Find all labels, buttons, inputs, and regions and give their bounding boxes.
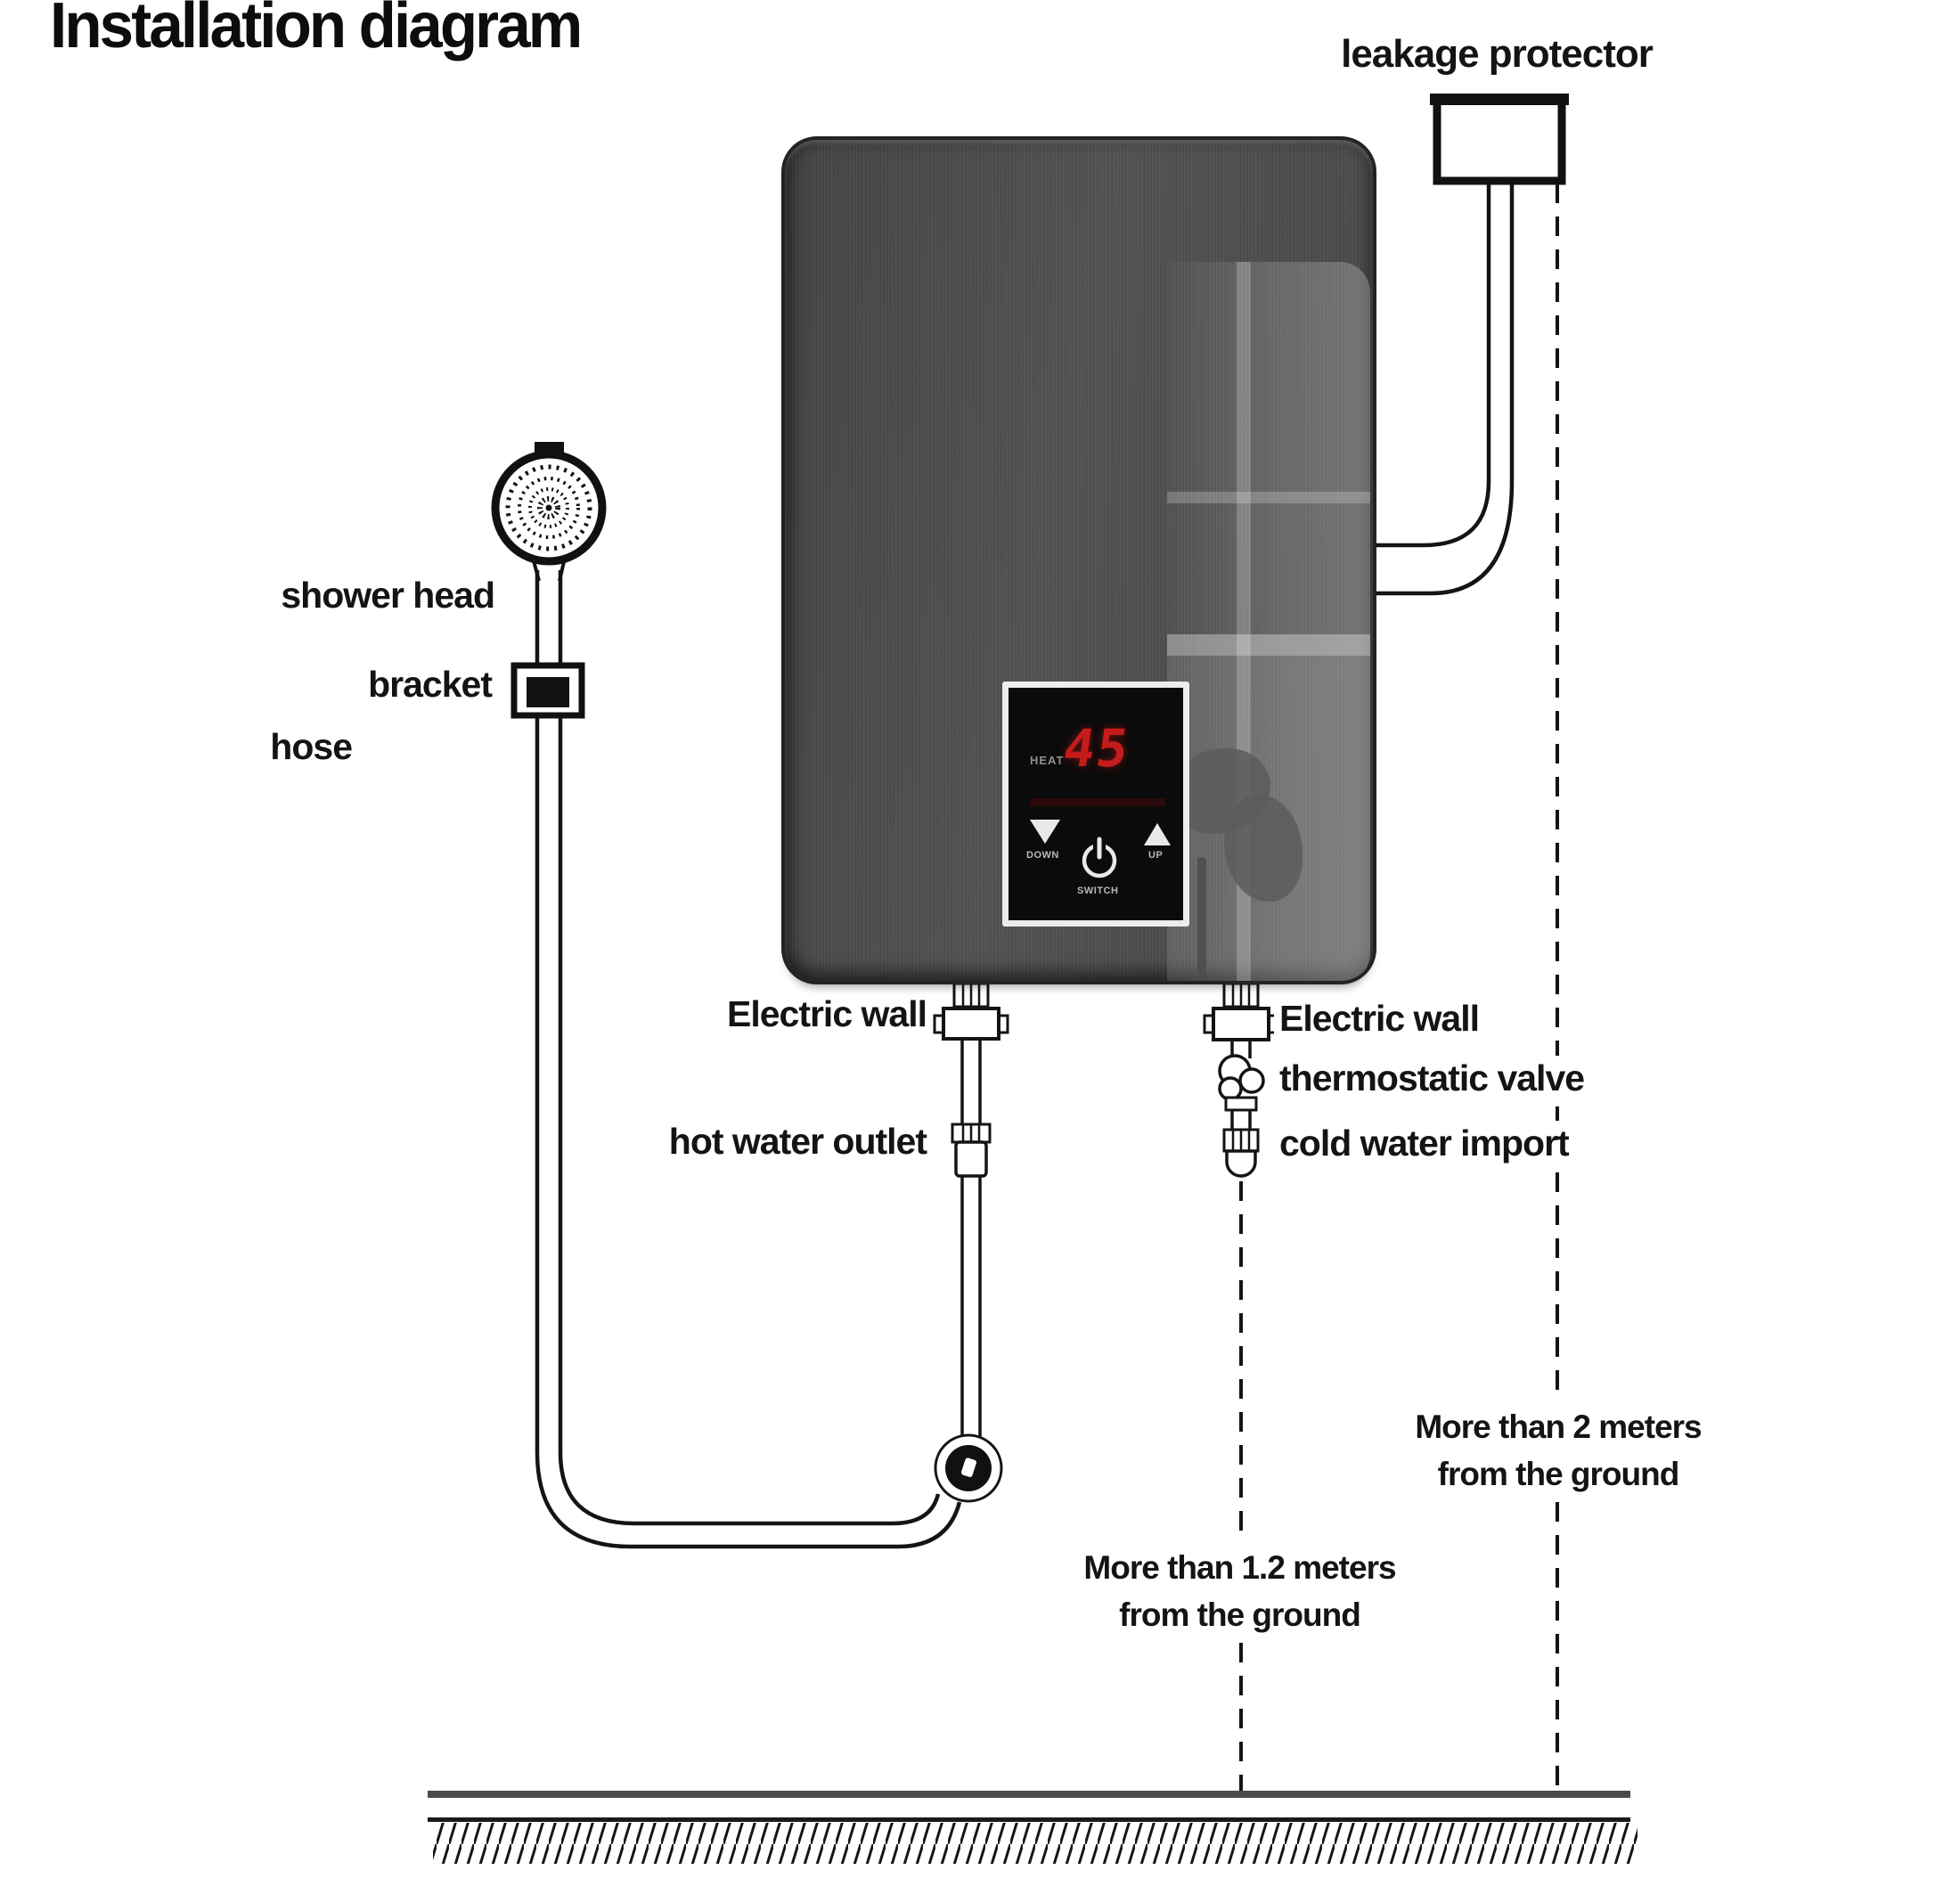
electric-wall-right-label: Electric wall [1274, 996, 1485, 1041]
plant-silhouette [1224, 795, 1303, 902]
cold-water-pipe [1203, 982, 1279, 1178]
hot-water-pipe [933, 982, 1009, 1438]
clearance-right-line2: from the ground [1437, 1455, 1680, 1492]
water-heater-unit: HEAT 45 DOWN SWITCH UP [781, 136, 1376, 984]
leakage-protector-box [1430, 94, 1569, 185]
clearance-left-line1: More than 1.2 meters [1083, 1549, 1396, 1586]
hot-water-outlet-label: hot water outlet [668, 1121, 927, 1162]
page-title: Installation diagram [50, 0, 583, 61]
shower-head-figure [491, 442, 607, 582]
cold-water-import-label: cold water import [1274, 1121, 1574, 1166]
down-button-label: DOWN [1026, 850, 1059, 861]
power-icon [1082, 837, 1117, 878]
window-sill [1167, 634, 1370, 656]
hose-line [535, 570, 962, 1549]
heat-indicator-label: HEAT [1030, 754, 1065, 767]
leakage-protector-label: leakage protector [1341, 32, 1654, 76]
display-panel: HEAT 45 DOWN SWITCH UP [1002, 682, 1189, 927]
switch-button-label: SWITCH [1077, 886, 1119, 896]
power-cable [1372, 182, 1515, 596]
bracket-label: bracket [368, 664, 493, 705]
electric-wall-left-label: Electric wall [726, 993, 927, 1034]
temperature-readout: 45 [1059, 718, 1134, 779]
window-frame-horizontal [1167, 492, 1370, 503]
clearance-note-right: More than 2 meters from the ground [1379, 1402, 1737, 1500]
clearance-note-left: More than 1.2 meters from the ground [1049, 1543, 1430, 1641]
clearance-right-line1: More than 2 meters [1415, 1408, 1702, 1445]
clearance-left-line2: from the ground [1119, 1596, 1361, 1633]
hose-elbow [934, 1433, 1003, 1503]
thermostatic-valve-label: thermostatic valve [1274, 1056, 1590, 1101]
bracket-figure [510, 662, 585, 719]
digit-reflection [1030, 798, 1165, 806]
shower-head-label: shower head [281, 575, 495, 616]
hose-label: hose [270, 726, 353, 767]
down-arrow-icon [1030, 820, 1060, 844]
window-reflection [1167, 262, 1370, 981]
plant-stem [1197, 857, 1206, 981]
ground [428, 1791, 1637, 1864]
up-arrow-icon [1144, 823, 1171, 845]
up-button-label: UP [1148, 850, 1164, 861]
